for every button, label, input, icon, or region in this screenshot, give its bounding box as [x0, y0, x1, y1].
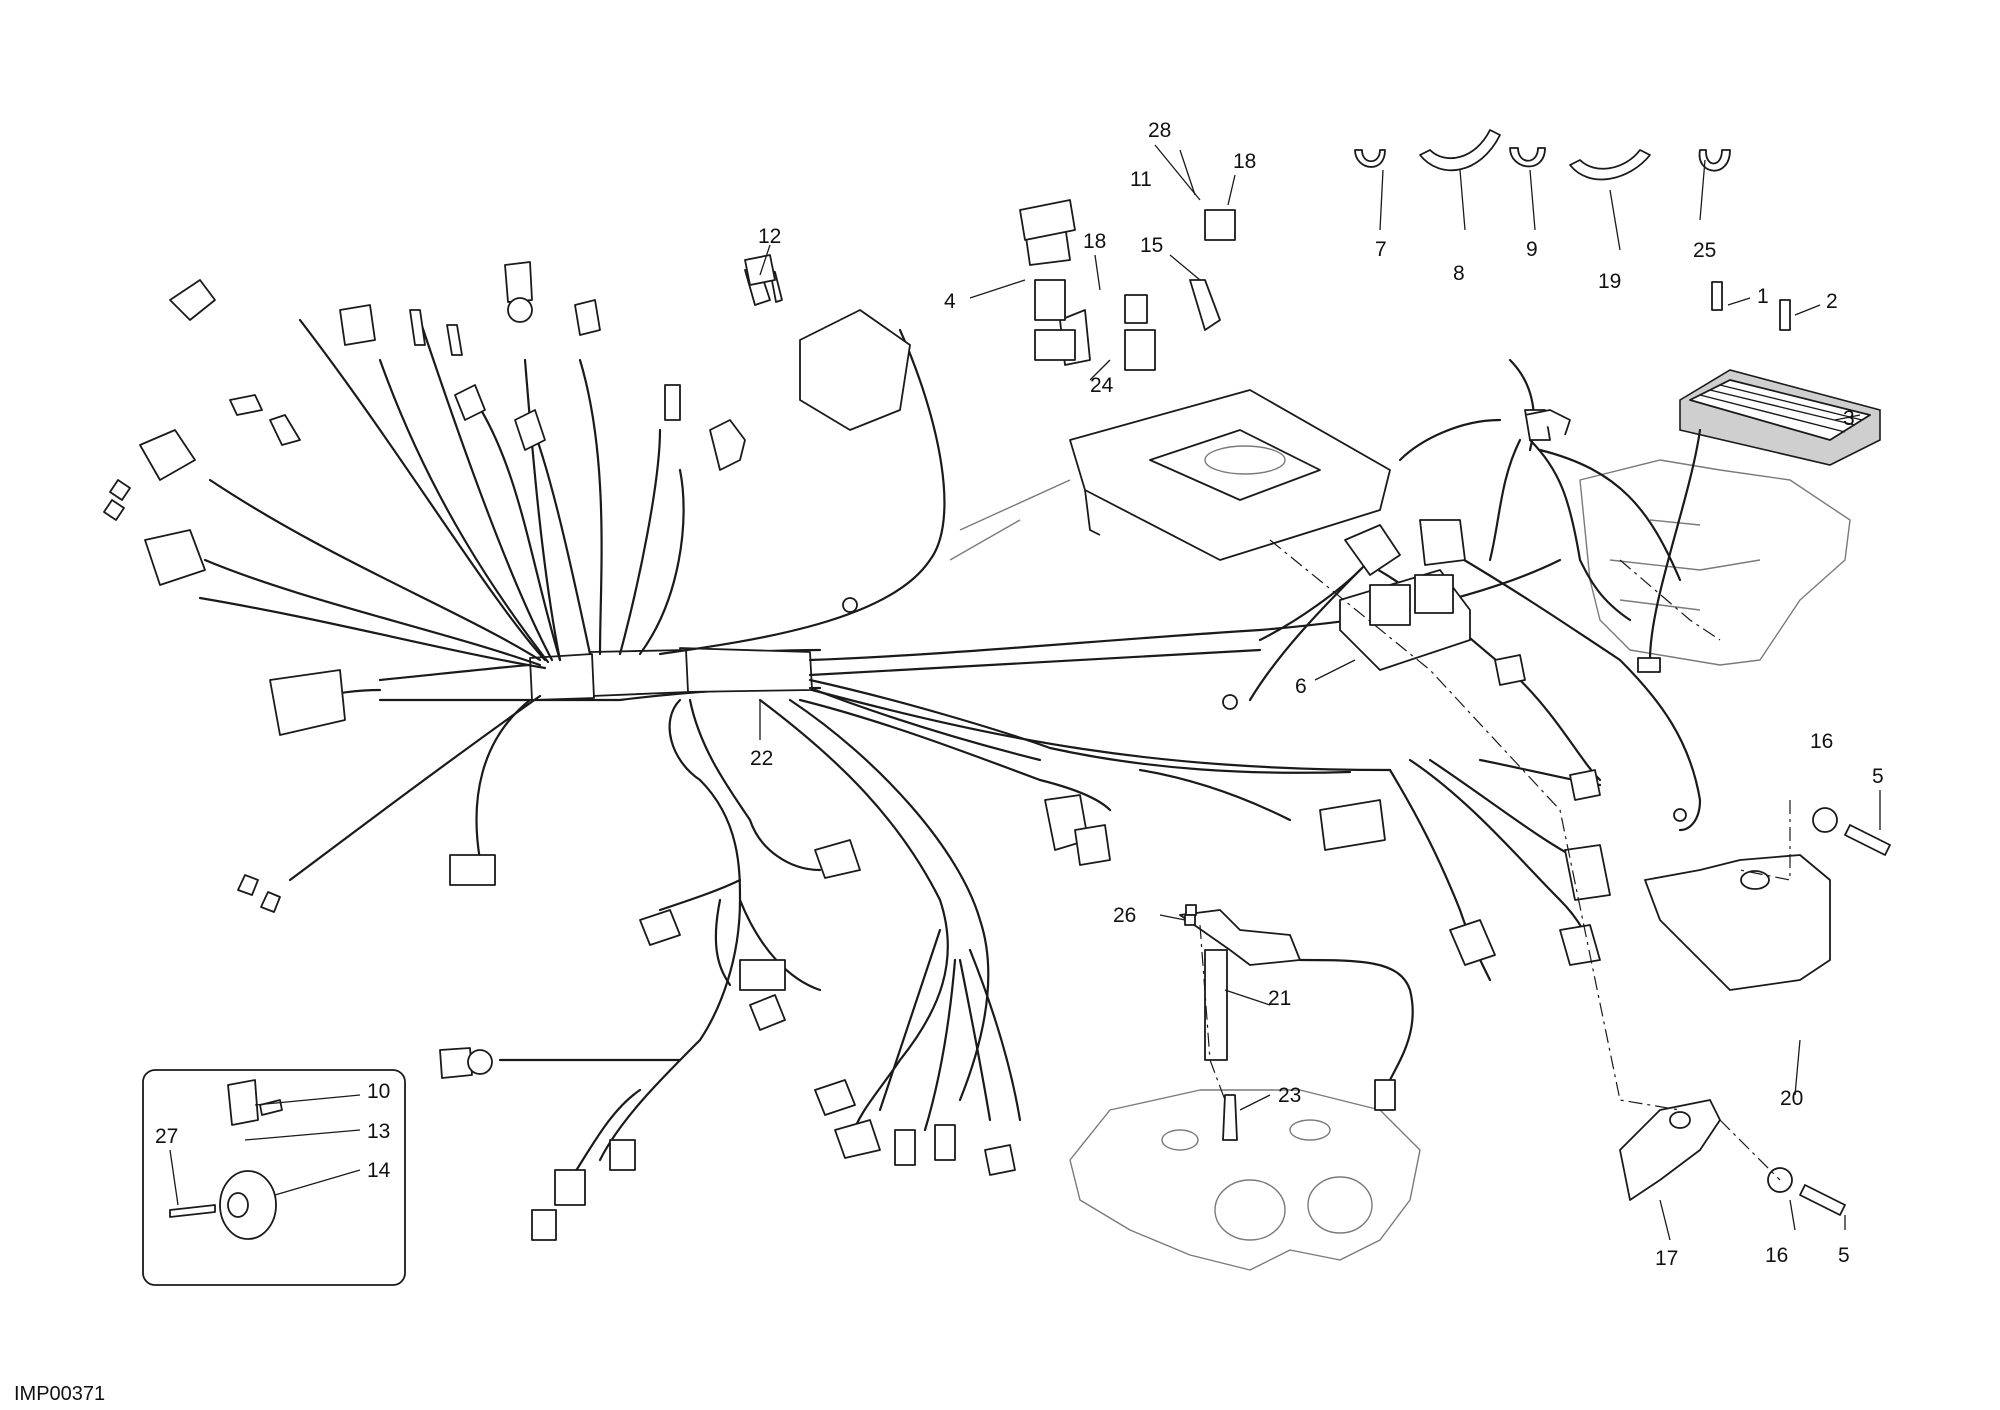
callout-10: 10 — [367, 1080, 390, 1103]
callout-28: 28 — [1148, 119, 1171, 142]
cylinder-head-ghost — [1069, 1089, 1421, 1271]
callout-2: 2 — [1826, 290, 1838, 313]
nut-26 — [1184, 914, 1196, 926]
fuse-holder — [1019, 199, 1076, 241]
callout-18-lower: 18 — [1083, 230, 1106, 253]
spark-plug — [1222, 1094, 1238, 1141]
screw-1-shape — [1711, 281, 1723, 311]
fuse-box-tray — [949, 309, 1391, 561]
harness-trunk — [378, 616, 1392, 774]
callout-23: 23 — [1278, 1084, 1301, 1107]
callout-24: 24 — [1090, 374, 1114, 397]
figure-code: IMP00371 — [14, 1383, 105, 1405]
callout-12: 12 — [758, 225, 781, 248]
callout-16-lower: 16 — [1765, 1244, 1788, 1267]
callout-1: 1 — [1757, 285, 1769, 308]
callout-25: 25 — [1693, 239, 1716, 262]
callout-13: 13 — [367, 1120, 390, 1143]
callout-19: 19 — [1598, 270, 1621, 293]
cable-clips — [1354, 129, 1731, 181]
callout-21: 21 — [1268, 987, 1291, 1010]
callout-18-upper: 18 — [1233, 150, 1256, 173]
voltage-regulator — [1637, 281, 1881, 673]
callout-6: 6 — [1295, 675, 1307, 698]
bracket-20 — [1644, 854, 1831, 991]
bracket-17 — [1619, 1099, 1721, 1201]
callout-26: 26 — [1113, 904, 1136, 927]
callout-20: 20 — [1780, 1087, 1803, 1110]
callout-9: 9 — [1526, 238, 1538, 261]
callout-11: 11 — [1130, 168, 1152, 191]
callout-4: 4 — [944, 290, 956, 313]
callout-17: 17 — [1655, 1247, 1678, 1270]
horn-inset — [142, 1069, 406, 1286]
battery-box-ghost — [1579, 459, 1851, 666]
callout-3: 3 — [1843, 407, 1855, 430]
ignition-coil — [1179, 904, 1414, 1111]
callout-27: 27 — [155, 1125, 178, 1148]
callout-5-upper: 5 — [1872, 765, 1884, 788]
lower-branches — [498, 698, 1292, 1182]
callout-14: 14 — [367, 1159, 391, 1182]
leader-lines — [169, 144, 1881, 1241]
callout-8: 8 — [1453, 262, 1465, 285]
callout-15: 15 — [1140, 234, 1163, 257]
fuse-12 — [744, 254, 776, 286]
callout-5-lower: 5 — [1838, 1244, 1850, 1267]
callout-16-upper: 16 — [1810, 730, 1833, 753]
connectors — [103, 209, 1687, 1241]
washers-screws-5-16 — [1767, 807, 1891, 1216]
assembly-lines — [1199, 539, 1791, 1181]
callout-22: 22 — [750, 747, 773, 770]
horn-inset-frame — [142, 1069, 406, 1286]
screw-2-shape — [1779, 299, 1791, 331]
callout-7: 7 — [1375, 238, 1387, 261]
callout-labels: 1 2 3 4 5 5 6 7 8 9 10 11 12 13 14 15 16… — [155, 119, 1884, 1270]
